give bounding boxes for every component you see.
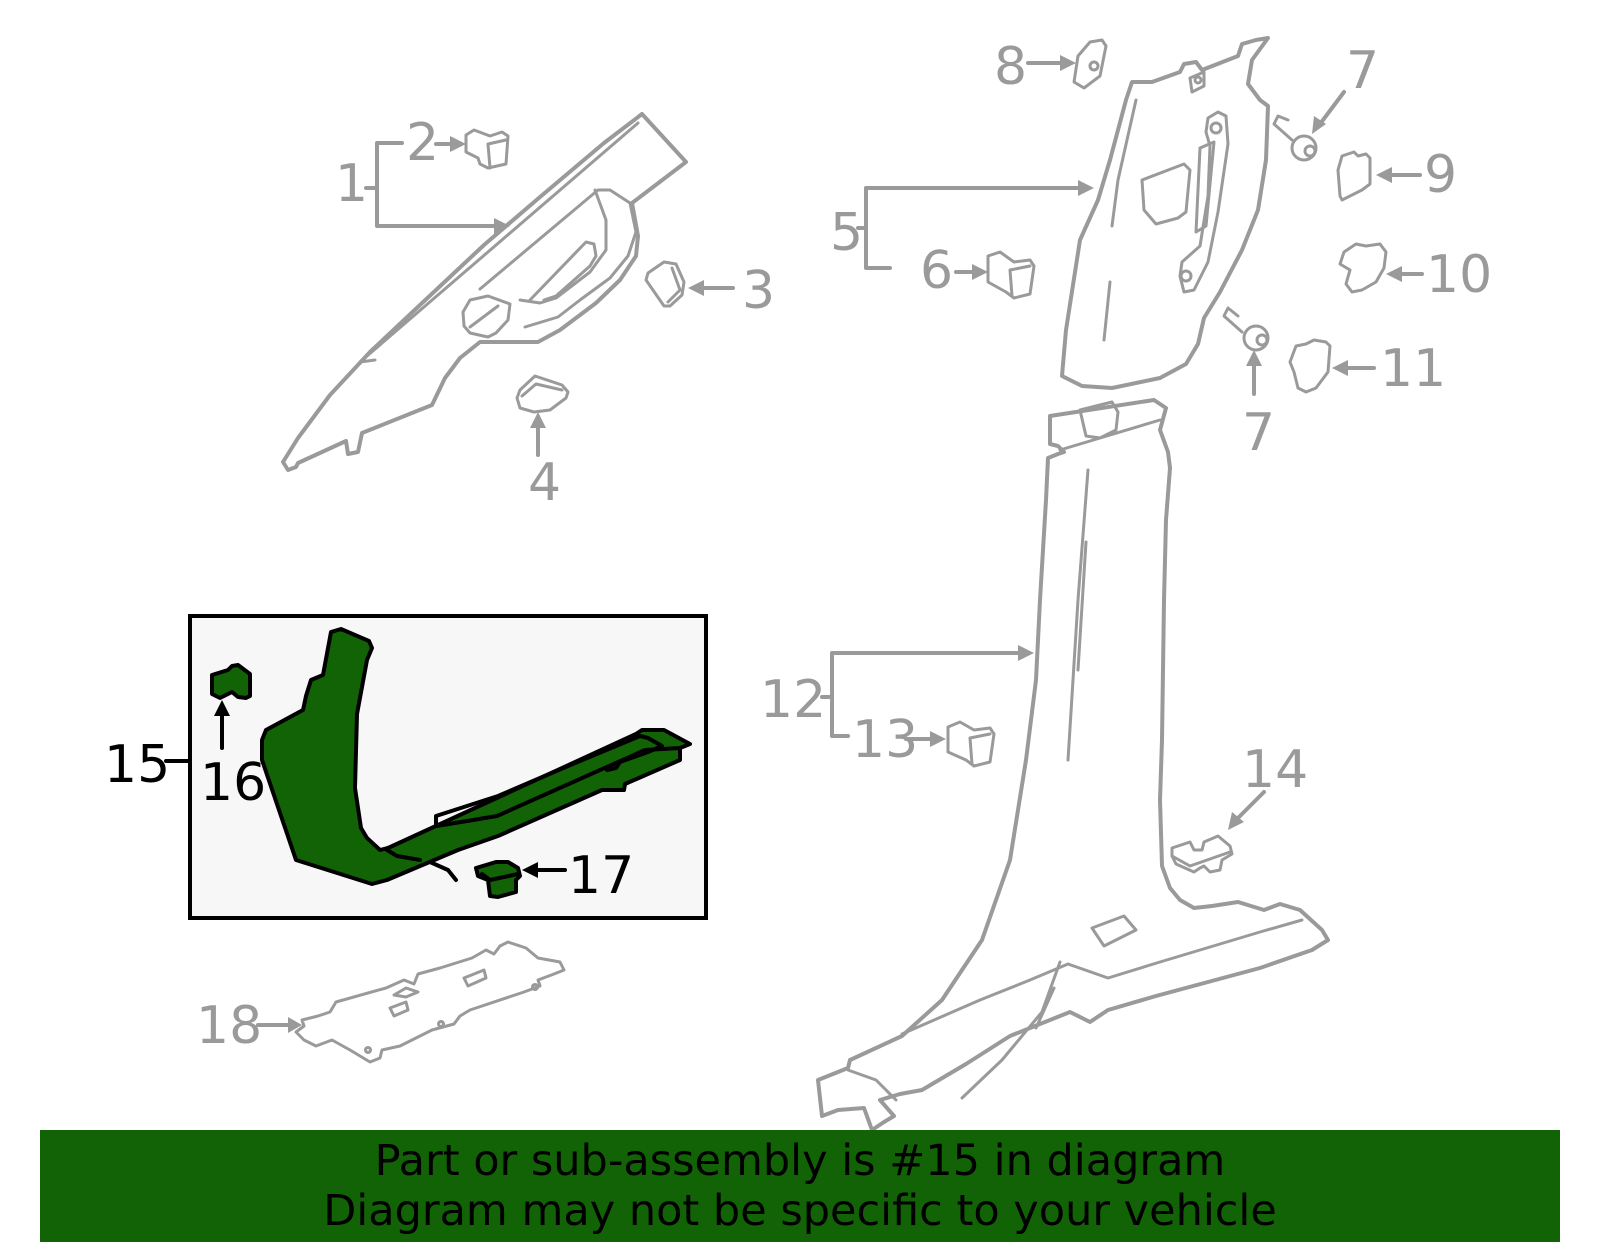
svg-text:7: 7	[1346, 41, 1379, 101]
svg-text:9: 9	[1424, 145, 1457, 205]
callout-12[interactable]: 12	[760, 645, 1034, 738]
part-11-cap[interactable]	[1288, 338, 1332, 394]
callout-8[interactable]: 8	[994, 37, 1076, 97]
svg-text:18: 18	[196, 996, 262, 1056]
part-17-clip[interactable]	[474, 860, 522, 899]
svg-text:10: 10	[1426, 245, 1492, 305]
svg-text:2: 2	[406, 113, 439, 173]
part-2-clip[interactable]	[464, 128, 510, 170]
callout-13[interactable]: 13	[852, 710, 946, 770]
part-8-clip[interactable]	[1072, 38, 1108, 90]
part-18-insulator[interactable]	[294, 940, 566, 1064]
svg-text:3: 3	[742, 261, 775, 321]
svg-text:5: 5	[830, 203, 863, 263]
banner-part-text: Part or sub-assembly is #15 in diagram	[374, 1136, 1226, 1186]
callout-11[interactable]: 11	[1332, 339, 1446, 399]
part-5-upper-b-pillar-trim[interactable]	[1060, 36, 1270, 390]
banner-disclaimer-text: Diagram may not be specific to your vehi…	[323, 1186, 1277, 1236]
part-16-clip[interactable]	[210, 663, 252, 700]
callout-7-upper[interactable]: 7	[1312, 41, 1379, 134]
info-banner: Part or sub-assembly is #15 in diagram D…	[40, 1130, 1560, 1242]
callout-5[interactable]: 5	[830, 180, 1094, 270]
callout-14[interactable]: 14	[1228, 740, 1308, 830]
svg-text:16: 16	[200, 753, 266, 813]
part-14-clip[interactable]	[1170, 834, 1234, 874]
svg-text:15: 15	[104, 735, 170, 795]
callout-10[interactable]: 10	[1386, 245, 1492, 305]
svg-text:7: 7	[1242, 403, 1275, 463]
svg-text:17: 17	[568, 846, 634, 906]
callout-3[interactable]: 3	[688, 261, 775, 321]
callout-1[interactable]: 1	[335, 141, 510, 234]
svg-text:1: 1	[335, 154, 368, 214]
part-10-cap[interactable]	[1338, 242, 1388, 294]
callout-6[interactable]: 6	[920, 241, 988, 301]
part-12-lower-b-pillar-trim[interactable]	[816, 398, 1330, 1132]
svg-text:11: 11	[1380, 339, 1446, 399]
callout-16[interactable]: 16	[200, 700, 266, 813]
part-7-screw-lower[interactable]	[1222, 306, 1270, 352]
part-7-screw-upper[interactable]	[1272, 114, 1318, 162]
callout-4[interactable]: 4	[528, 412, 561, 513]
callout-15[interactable]: 15	[104, 735, 192, 795]
part-15-scuff-plate-assembly[interactable]	[260, 627, 692, 886]
svg-text:6: 6	[920, 241, 953, 301]
part-4-cap[interactable]	[515, 374, 570, 414]
part-3-cap[interactable]	[644, 260, 686, 308]
svg-text:4: 4	[528, 453, 561, 513]
callout-9[interactable]: 9	[1376, 145, 1457, 205]
callout-18[interactable]: 18	[196, 996, 302, 1056]
callout-17[interactable]: 17	[522, 846, 634, 906]
part-9-cap[interactable]	[1336, 150, 1372, 202]
svg-text:12: 12	[760, 670, 826, 730]
part-13-clip[interactable]	[946, 720, 996, 768]
svg-text:8: 8	[994, 37, 1027, 97]
part-6-clip[interactable]	[986, 250, 1036, 300]
part-1-a-pillar-trim[interactable]	[281, 112, 688, 472]
callout-2[interactable]: 2	[406, 113, 466, 173]
svg-text:14: 14	[1242, 740, 1308, 800]
callout-7-lower[interactable]: 7	[1242, 350, 1275, 463]
